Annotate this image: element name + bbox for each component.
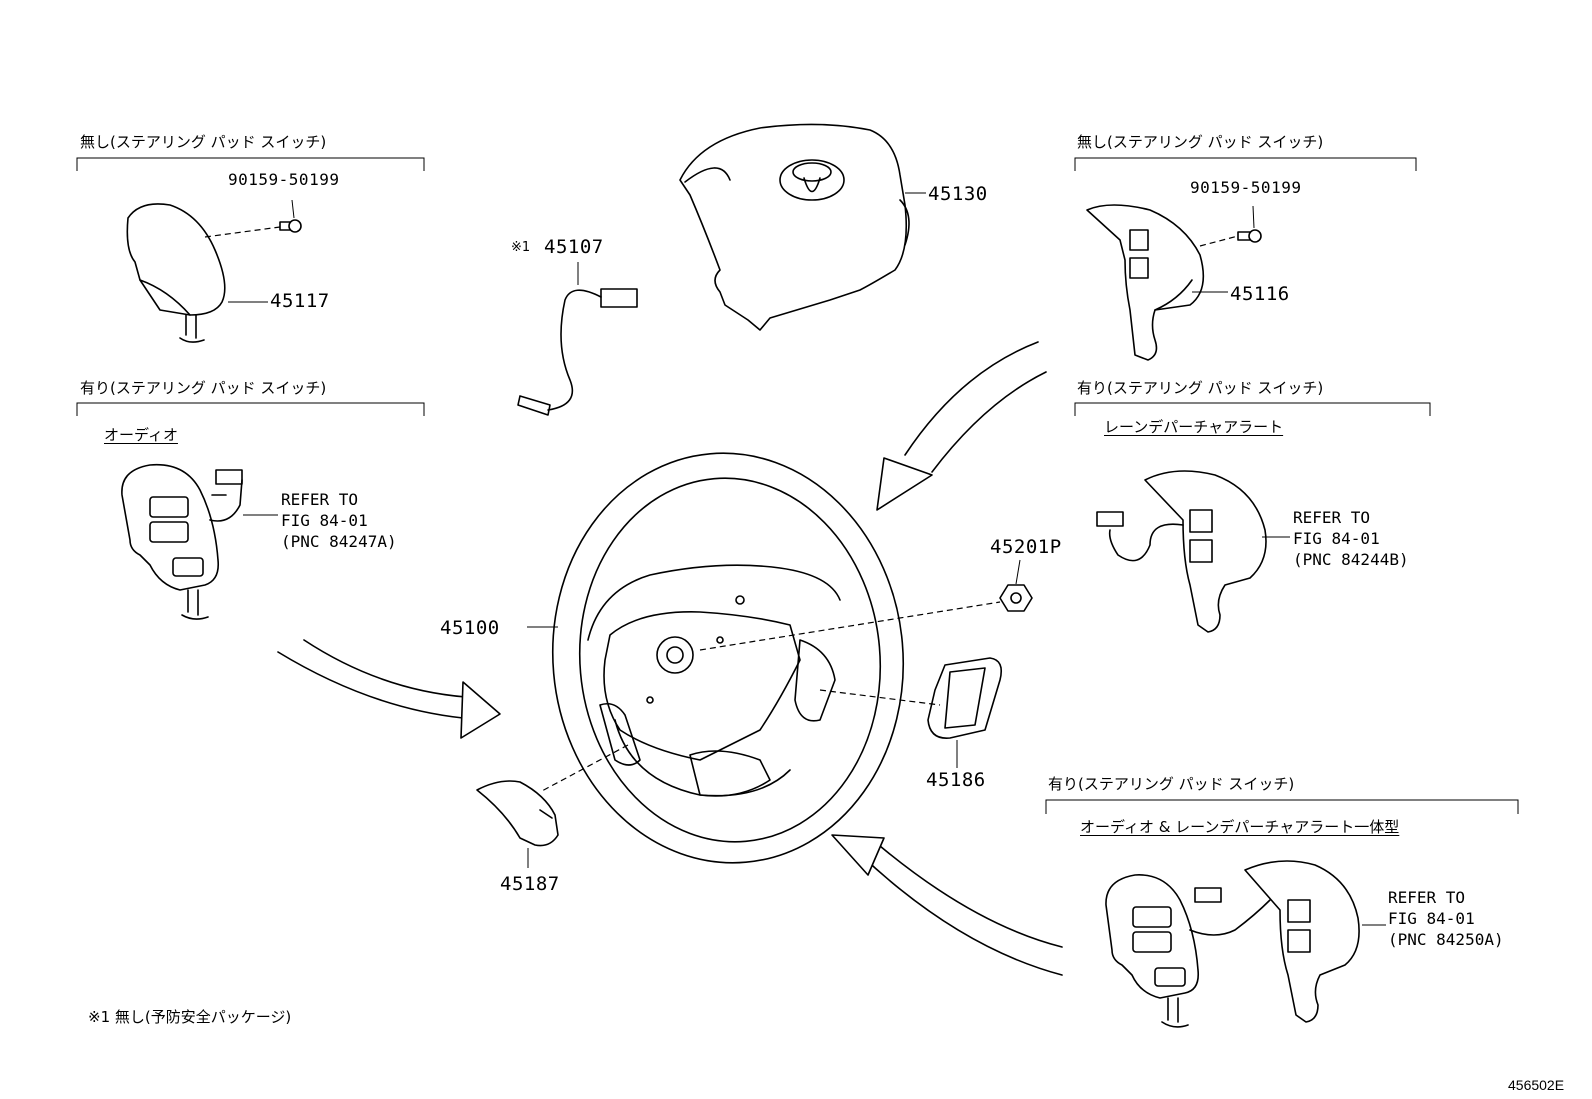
ref-84247A: REFER TO FIG 84-01 (PNC 84247A) (281, 490, 397, 551)
part-45116: 45116 (1230, 283, 1290, 305)
ref-84250A: REFER TO FIG 84-01 (PNC 84250A) (1388, 888, 1504, 949)
bracket-with-switch-right (1074, 402, 1431, 416)
bolt-left (279, 219, 302, 233)
part-45107: 45107 (544, 236, 604, 258)
bracket-no-switch-right (1074, 157, 1417, 171)
bracket-no-switch-left (76, 157, 425, 171)
leader-90159-left (291, 199, 295, 219)
dash-45186 (819, 689, 941, 706)
part-45201P: 45201P (990, 536, 1062, 558)
dash-bolt-left (204, 226, 281, 238)
steering-wheel-45100 (551, 452, 905, 864)
pad-audio-left (121, 463, 243, 620)
footnote: ※1 無し(予防安全パッケージ) (88, 1008, 292, 1026)
part-45186: 45186 (926, 769, 986, 791)
part-45100: 45100 (440, 617, 500, 639)
nut-45201P (999, 584, 1033, 612)
bracket-with-switch-left (76, 402, 425, 416)
ref-84244B: REFER TO FIG 84-01 (PNC 84244B) (1293, 508, 1409, 569)
label-no-switch-left: 無し(ステアリング パッド スイッチ) (80, 133, 327, 151)
horn-pad-45130 (679, 123, 910, 331)
note-mark-45107: ※1 (511, 240, 531, 255)
leader-45201P (1015, 559, 1021, 585)
label-with-switch-right: 有り(ステアリング パッド スイッチ) (1077, 379, 1324, 397)
arrow-from-bottom-right (831, 834, 1063, 976)
label-with-switch-bottom: 有り(ステアリング パッド スイッチ) (1048, 775, 1295, 793)
arrow-from-left (277, 639, 501, 739)
part-45117: 45117 (270, 290, 330, 312)
part-45187: 45187 (500, 873, 560, 895)
pad-cover-45117 (126, 203, 226, 343)
label-lane-departure: レーンデパーチャアラート (1104, 418, 1284, 436)
dash-bolt-right (1199, 235, 1239, 247)
cover-45186 (927, 657, 1003, 739)
leader-90159-right (1252, 205, 1255, 229)
dash-nut (699, 601, 1001, 651)
bracket-with-switch-bottom (1045, 799, 1519, 814)
pad-lane-right (1096, 470, 1267, 633)
figure-id: 456502E (1508, 1077, 1565, 1093)
bolt-right (1237, 229, 1262, 243)
pad-cover-45116 (1086, 204, 1205, 361)
label-audio: オーディオ (104, 426, 178, 444)
arrow-from-right-top (876, 341, 1047, 511)
label-with-switch-left: 有り(ステアリング パッド スイッチ) (80, 379, 327, 397)
part-45130: 45130 (928, 183, 988, 205)
dash-45187 (539, 744, 629, 793)
pad-combined-right (1244, 860, 1360, 1023)
cover-45187 (476, 780, 559, 847)
part-90159-left: 90159-50199 (228, 170, 340, 189)
label-audio-lane-combined: オーディオ & レーンデパーチャアラート一体型 (1080, 818, 1400, 836)
part-90159-right: 90159-50199 (1190, 178, 1302, 197)
label-no-switch-right: 無し(ステアリング パッド スイッチ) (1077, 133, 1324, 151)
pad-combined-left (1105, 874, 1271, 1028)
harness-45107 (517, 262, 638, 416)
